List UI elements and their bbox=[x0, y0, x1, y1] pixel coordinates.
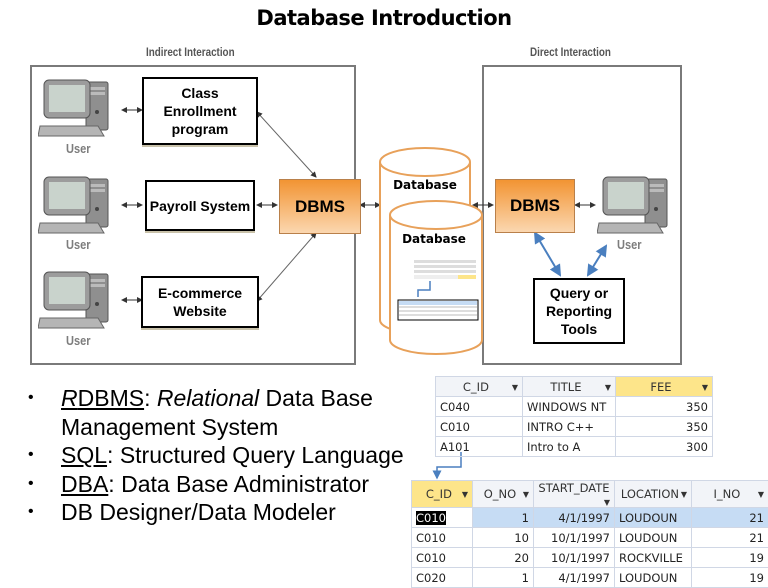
active-cell[interactable]: C010 bbox=[412, 508, 473, 528]
dropdown-arrow-icon[interactable]: ▼ bbox=[758, 490, 764, 499]
table-header-row: C_ID▼ TITLE▼ FEE▼ bbox=[436, 377, 713, 397]
computer-icon bbox=[597, 175, 681, 243]
dropdown-arrow-icon[interactable]: ▼ bbox=[462, 490, 468, 499]
dbms-box-indirect: DBMS bbox=[279, 179, 361, 234]
app3-dbms-arrow bbox=[257, 233, 316, 301]
sql-term: SQL bbox=[61, 442, 107, 468]
bullet-list: • RDBMS: Relational Data Base Management… bbox=[28, 384, 418, 527]
table-row[interactable]: C010 INTRO C++ 350 bbox=[436, 417, 713, 437]
offerings-table: C_ID▼ O_NO▼ START_DATE▼ LOCATION▼ I_NO▼ … bbox=[411, 480, 768, 588]
database-label-back: Database bbox=[382, 178, 468, 192]
table-row[interactable]: C010 10 10/1/1997 LOUDOUN 21 bbox=[412, 528, 768, 548]
dropdown-arrow-icon[interactable]: ▼ bbox=[605, 383, 611, 392]
dropdown-arrow-icon[interactable]: ▼ bbox=[702, 383, 708, 392]
ecommerce-website-box: E-commerce Website bbox=[141, 276, 259, 328]
user-tools-arrow bbox=[588, 246, 606, 275]
bullet-item-dba: • DBA: Data Base Administrator bbox=[28, 470, 418, 499]
bullet-item-sql: • SQL: Structured Query Language bbox=[28, 441, 418, 470]
bullet-dot: • bbox=[28, 384, 61, 441]
database-cylinder-icon bbox=[374, 140, 486, 360]
dropdown-arrow-icon[interactable]: ▼ bbox=[604, 498, 610, 507]
query-reporting-tools-box: Query or Reporting Tools bbox=[533, 278, 625, 344]
user-label: User bbox=[66, 237, 91, 252]
table-row[interactable]: C020 1 4/1/1997 LOUDOUN 19 bbox=[412, 568, 768, 588]
bullet-item-rdbms: • RDBMS: Relational Data Base Management… bbox=[28, 384, 418, 441]
dba-term: DBA bbox=[61, 471, 108, 497]
column-header-fee[interactable]: FEE▼ bbox=[616, 377, 713, 397]
column-header-start-date[interactable]: START_DATE▼ bbox=[534, 481, 615, 508]
class-enrollment-program-box: Class Enrollment program bbox=[142, 77, 258, 145]
bullet-dot: • bbox=[28, 470, 61, 499]
table-row[interactable]: A101 Intro to A 300 bbox=[436, 437, 713, 457]
courses-table: C_ID▼ TITLE▼ FEE▼ C040 WINDOWS NT 350 C0… bbox=[435, 376, 713, 457]
column-header-i-no[interactable]: I_NO▼ bbox=[692, 481, 768, 508]
dropdown-arrow-icon[interactable]: ▼ bbox=[523, 490, 529, 499]
table-row[interactable]: C010 20 10/1/1997 ROCKVILLE 19 bbox=[412, 548, 768, 568]
user-label: User bbox=[66, 141, 91, 156]
bullet-dot: • bbox=[28, 441, 61, 470]
app1-dbms-arrow bbox=[257, 112, 316, 177]
dbms-box-direct: DBMS bbox=[495, 179, 575, 233]
column-header-location[interactable]: LOCATION▼ bbox=[615, 481, 692, 508]
user-label: User bbox=[617, 237, 642, 252]
computer-icon bbox=[38, 78, 122, 146]
dbms-tools-arrow bbox=[535, 233, 560, 275]
database-label-front: Database bbox=[392, 232, 476, 246]
computer-icon bbox=[38, 270, 122, 338]
bullet-dot: • bbox=[28, 498, 61, 527]
dropdown-arrow-icon[interactable]: ▼ bbox=[681, 490, 687, 499]
column-header-c-id[interactable]: C_ID▼ bbox=[412, 481, 473, 508]
column-header-c-id[interactable]: C_ID▼ bbox=[436, 377, 523, 397]
column-header-o-no[interactable]: O_NO▼ bbox=[473, 481, 534, 508]
computer-icon bbox=[38, 175, 122, 243]
table-row[interactable]: C040 WINDOWS NT 350 bbox=[436, 397, 713, 417]
column-header-title[interactable]: TITLE▼ bbox=[523, 377, 616, 397]
dropdown-arrow-icon[interactable]: ▼ bbox=[512, 383, 518, 392]
table-row-selected[interactable]: C010 1 4/1/1997 LOUDOUN 21 bbox=[412, 508, 768, 528]
user-label: User bbox=[66, 333, 91, 348]
rdbms-term: RDBMS bbox=[61, 385, 144, 411]
payroll-system-box: Payroll System bbox=[145, 180, 255, 231]
table-header-row: C_ID▼ O_NO▼ START_DATE▼ LOCATION▼ I_NO▼ bbox=[412, 481, 768, 508]
bullet-item-db-designer: • DB Designer/Data Modeler bbox=[28, 498, 418, 527]
